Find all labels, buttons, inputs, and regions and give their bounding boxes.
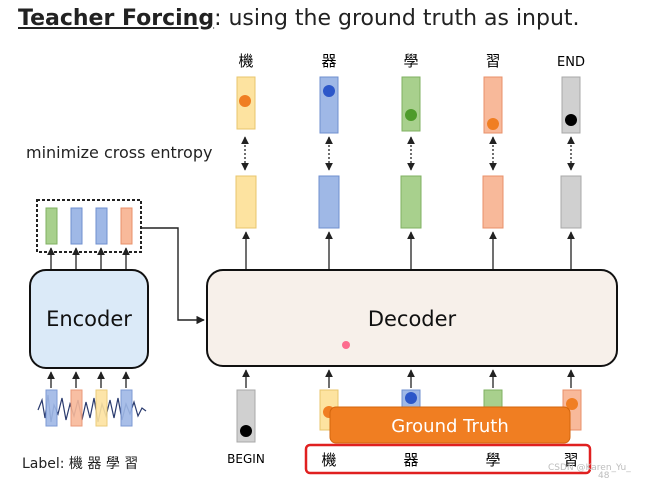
encoder-block bbox=[29, 269, 149, 369]
output-distributions bbox=[236, 76, 581, 134]
title-rest: : using the ground truth as input. bbox=[214, 6, 580, 31]
dist-dot-2 bbox=[323, 85, 335, 97]
slide-title: Teacher Forcing: using the ground truth … bbox=[18, 6, 580, 31]
dist-dot-end bbox=[565, 114, 577, 126]
dist-dot-1 bbox=[239, 95, 251, 107]
encoder-to-decoder-arrow bbox=[141, 227, 205, 325]
decoder-input-4: 習 bbox=[563, 451, 578, 469]
output-token-3: 學 bbox=[403, 52, 418, 70]
output-token-end: END bbox=[557, 55, 585, 70]
decoder-block bbox=[206, 269, 618, 367]
ground-truth-label: Ground Truth bbox=[391, 416, 509, 437]
output-token-1: 機 bbox=[238, 52, 253, 70]
decoder-output-arrows bbox=[242, 231, 575, 270]
page-number: 48 bbox=[598, 471, 610, 478]
dist-dot-3 bbox=[405, 109, 417, 121]
ground-truth-highlight bbox=[304, 443, 592, 475]
output-token-2: 器 bbox=[321, 52, 336, 70]
dist-dot-4 bbox=[487, 118, 499, 130]
decoder-input-2: 器 bbox=[403, 451, 418, 469]
output-token-4: 習 bbox=[485, 52, 500, 70]
decoder-input-tokens: BEGIN 機 器 學 習 bbox=[227, 451, 578, 469]
label-text: Label: 機 器 學 習 bbox=[22, 456, 138, 472]
decoder-output-vectors bbox=[235, 175, 582, 229]
encoder-up-arrows bbox=[47, 247, 130, 270]
decoder-input-begin: BEGIN bbox=[227, 452, 265, 466]
decoder-input-arrows bbox=[242, 369, 575, 388]
title-bold: Teacher Forcing bbox=[18, 6, 215, 31]
cross-entropy-links bbox=[241, 136, 575, 171]
loss-label: minimize cross entropy bbox=[26, 143, 212, 162]
encoder-outputs bbox=[36, 199, 142, 253]
ground-truth-banner bbox=[329, 406, 571, 444]
decoder-input-1: 機 bbox=[321, 451, 336, 469]
decoder-input-3: 學 bbox=[485, 451, 500, 469]
decoder-label: Decoder bbox=[368, 307, 457, 331]
cursor-dot bbox=[342, 341, 350, 349]
encoder-label: Encoder bbox=[46, 307, 132, 331]
dist-bar-4 bbox=[483, 76, 503, 134]
audio-input bbox=[37, 389, 147, 427]
output-tokens: 機 器 學 習 END bbox=[238, 52, 584, 70]
watermark: CSDN @Karen_Yu_ bbox=[548, 463, 631, 473]
encoder-input-arrows bbox=[47, 371, 130, 388]
dist-bar-3 bbox=[401, 76, 421, 132]
